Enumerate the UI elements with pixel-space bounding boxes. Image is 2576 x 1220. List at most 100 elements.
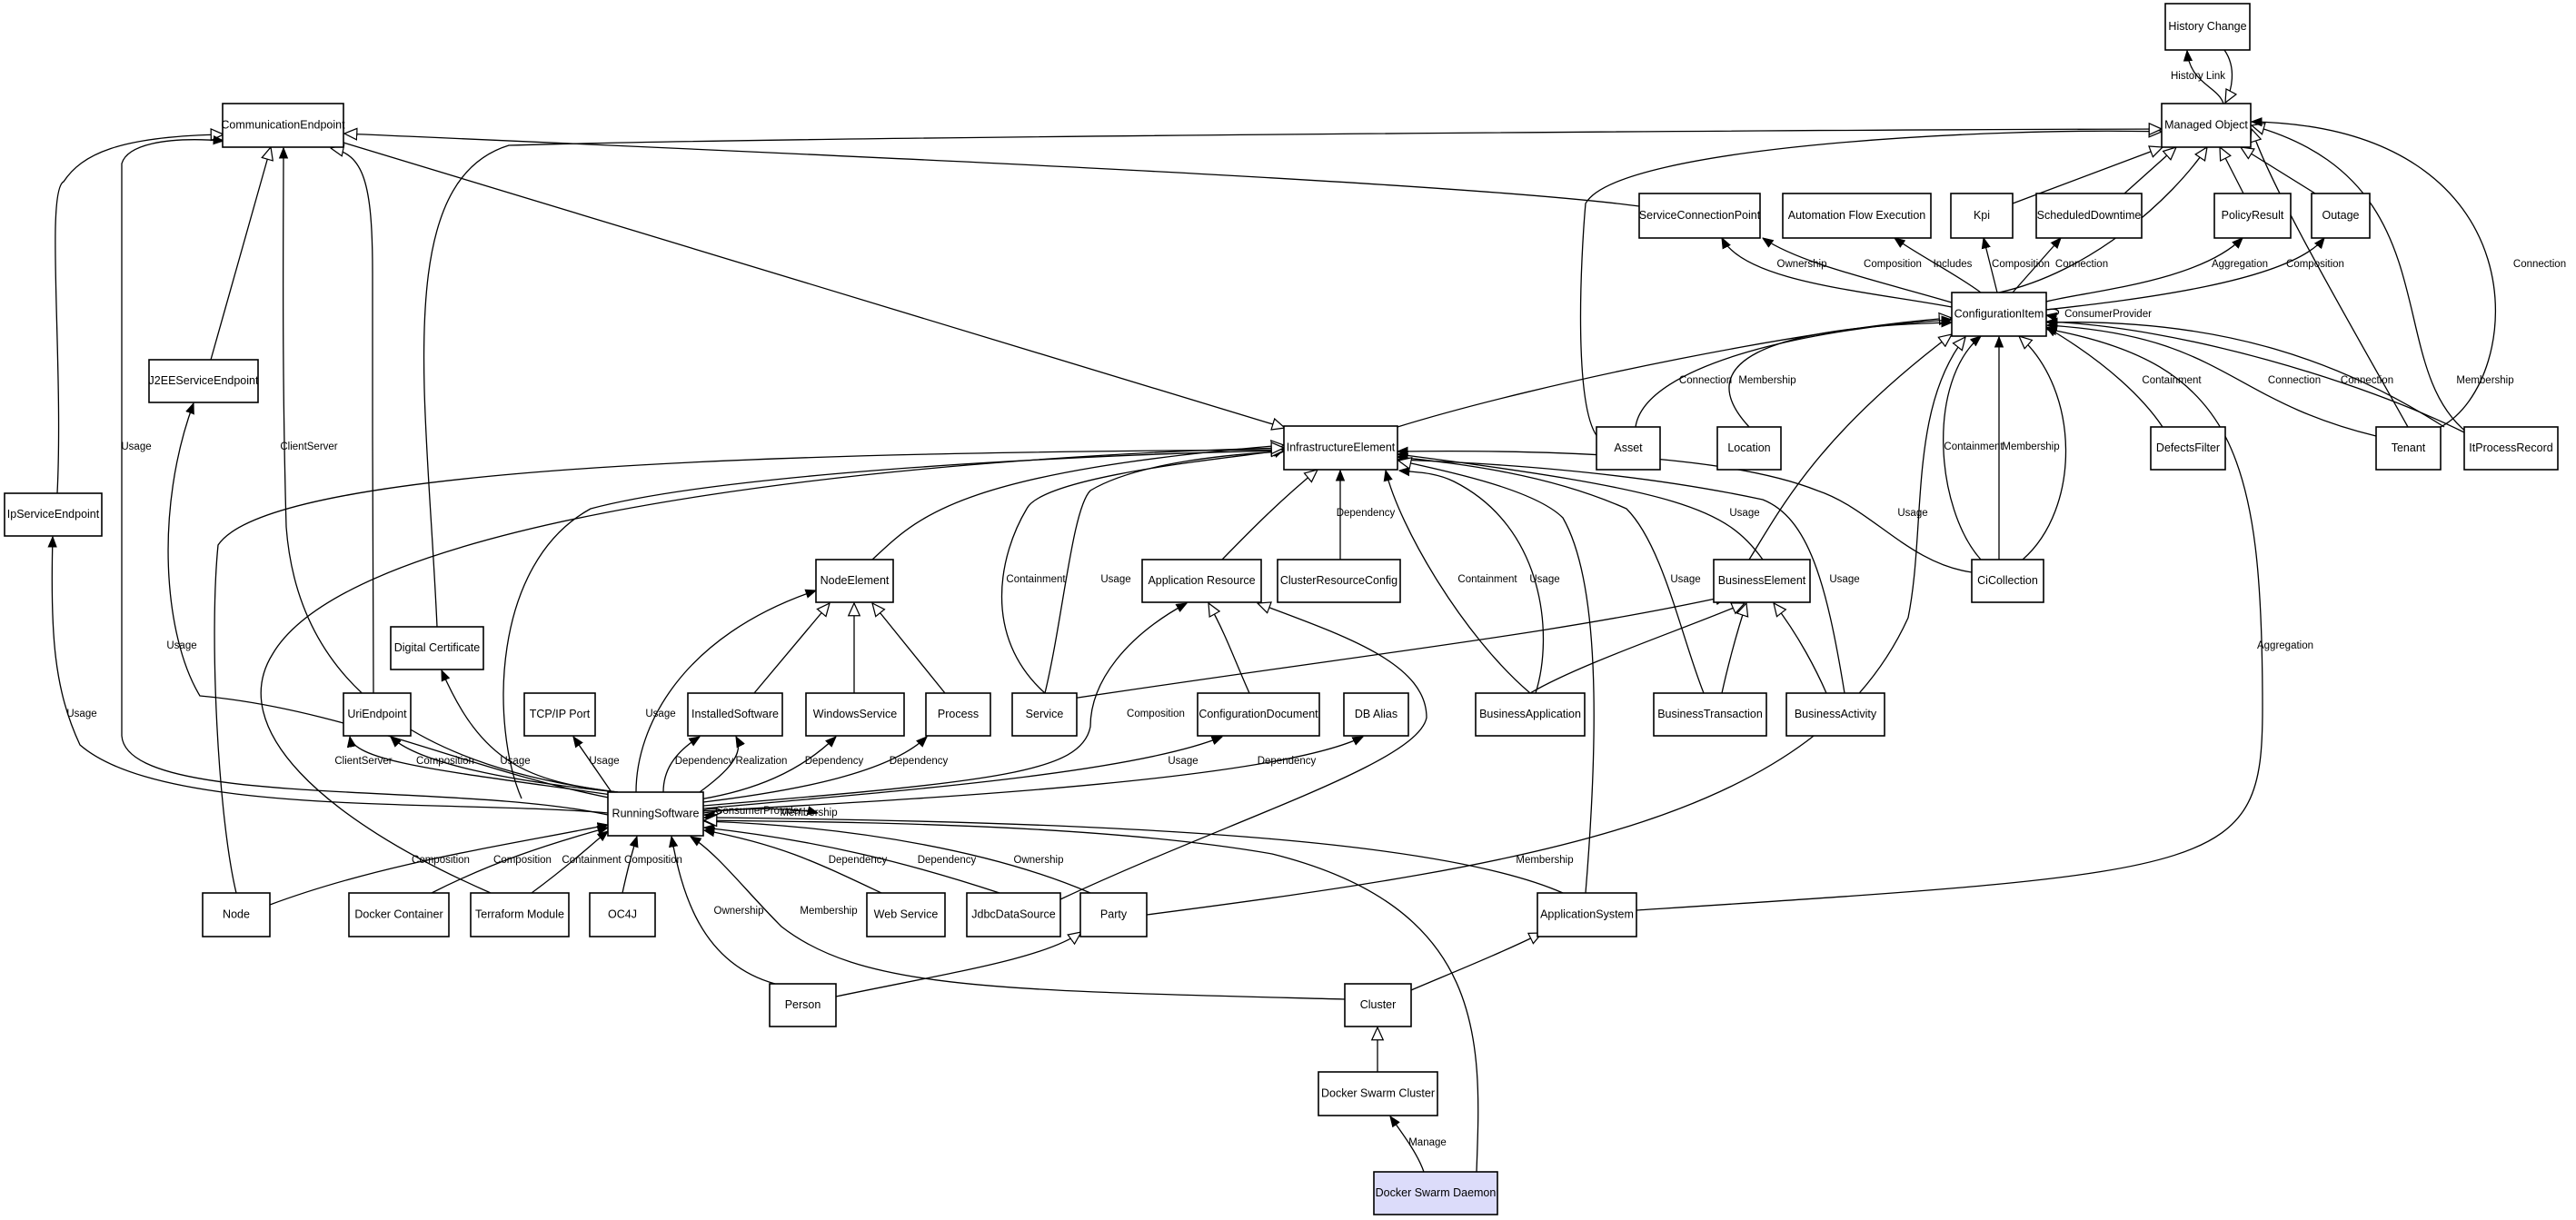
class-node-oc4j[interactable]: OC4J — [589, 892, 656, 937]
class-node-service[interactable]: Service — [1011, 692, 1078, 737]
edge-label: Containment — [562, 855, 622, 866]
edge-business-transaction-to-infrastructure-element: Usage — [1397, 457, 1705, 694]
class-label: ServiceConnectionPoint — [1639, 209, 1761, 222]
edge-line — [671, 837, 776, 985]
class-label: BusinessElement — [1718, 574, 1806, 587]
edge-service-to-infrastructure-element: Usage — [1044, 451, 1284, 694]
edge-running-software-to-infrastructure-element — [502, 451, 1284, 799]
class-label: BusinessActivity — [1795, 708, 1877, 720]
class-label: ApplicationSystem — [1540, 908, 1634, 920]
edge-line — [699, 737, 739, 793]
class-node-configuration-item[interactable]: ConfigurationItem — [1951, 292, 2047, 337]
class-node-ci-collection[interactable]: CiCollection — [1971, 559, 2044, 603]
class-node-cluster-resource-config[interactable]: ClusterResourceConfig — [1277, 559, 1401, 603]
edge-running-software-to-digital-certificate: Usage — [441, 670, 619, 793]
edge-configuration-item-to-outage: Composition — [2045, 238, 2344, 311]
class-node-docker-swarm-cluster[interactable]: Docker Swarm Cluster — [1318, 1071, 1438, 1116]
class-node-j2ee-service-endpoint[interactable]: J2EEServiceEndpoint — [148, 359, 259, 403]
class-node-service-connection-point[interactable]: ServiceConnectionPoint — [1638, 193, 1761, 239]
class-box — [1716, 426, 1782, 471]
edge-line — [573, 737, 612, 793]
class-box — [2035, 193, 2143, 239]
class-label: DefectsFilter — [2156, 441, 2220, 454]
edge-line — [1397, 451, 1973, 573]
edge-installed-software-to-node-element — [753, 603, 830, 694]
class-node-windows-service[interactable]: WindowsService — [805, 692, 905, 737]
class-node-cluster[interactable]: Cluster — [1344, 983, 1412, 1027]
class-node-communication-endpoint[interactable]: CommunicationEndpoint — [221, 103, 345, 148]
class-node-party[interactable]: Party — [1079, 892, 1148, 937]
class-label: Outage — [2322, 209, 2359, 222]
class-node-digital-certificate[interactable]: Digital Certificate — [390, 626, 484, 670]
class-box — [1596, 426, 1661, 471]
edge-ci-collection-to-infrastructure-element: Usage — [1397, 451, 1973, 573]
edge-cluster-resource-config-to-infrastructure-element: Dependency — [1337, 471, 1396, 560]
edge-running-software-to-configuration-document: Usage — [702, 736, 1222, 809]
edge-label: Ownership — [714, 906, 764, 917]
class-node-policy-result[interactable]: PolicyResult — [2213, 193, 2292, 239]
class-node-defects-filter[interactable]: DefectsFilter — [2150, 426, 2226, 471]
class-box — [1971, 559, 2044, 603]
class-node-automation-flow-execution[interactable]: Automation Flow Execution — [1782, 193, 1932, 239]
class-box — [222, 103, 344, 148]
class-label: ScheduledDowntime — [2037, 209, 2142, 222]
edge-label: Containment — [1006, 574, 1066, 585]
class-node-person[interactable]: Person — [769, 983, 837, 1027]
class-node-ip-service-endpoint[interactable]: IpServiceEndpoint — [4, 492, 103, 537]
edge-line — [635, 590, 816, 793]
class-label: PolicyResult — [2222, 209, 2284, 222]
class-node-running-software[interactable]: RunningSoftware — [607, 791, 704, 837]
class-node-scheduled-downtime[interactable]: ScheduledDowntime — [2035, 193, 2143, 239]
class-node-jdbc-data-source[interactable]: JdbcDataSource — [966, 892, 1061, 937]
class-node-it-process-record[interactable]: ItProcessRecord — [2463, 426, 2559, 471]
class-node-configuration-document[interactable]: ConfigurationDocument — [1197, 692, 1320, 737]
class-node-node[interactable]: Node — [202, 892, 271, 937]
class-node-application-system[interactable]: ApplicationSystem — [1537, 892, 1637, 937]
class-label: CiCollection — [1977, 574, 2038, 587]
edge-label: Membership — [1738, 375, 1795, 386]
class-node-db-alias[interactable]: DB Alias — [1343, 692, 1409, 737]
edge-line — [871, 445, 1284, 560]
class-node-node-element[interactable]: NodeElement — [815, 559, 894, 603]
class-label: TCP/IP Port — [530, 708, 591, 720]
class-node-tcpip-port[interactable]: TCP/IP Port — [523, 692, 596, 737]
class-box — [1197, 692, 1320, 737]
class-node-docker-swarm-daemon[interactable]: Docker Swarm Daemon — [1373, 1171, 1498, 1215]
class-node-uri-endpoint[interactable]: UriEndpoint — [343, 692, 412, 737]
class-node-installed-software[interactable]: InstalledSoftware — [687, 692, 783, 737]
edge-running-software-to-ip-service-endpoint: Usage — [52, 537, 609, 814]
class-node-asset[interactable]: Asset — [1596, 426, 1661, 471]
class-label: OC4J — [608, 908, 637, 920]
class-node-process[interactable]: Process — [925, 692, 991, 737]
edge-label: Composition — [1864, 259, 1922, 270]
class-box — [1141, 559, 1262, 603]
edge-uri-endpoint-to-communication-endpoint — [331, 148, 374, 694]
class-node-infrastructure-element[interactable]: InfrastructureElement — [1283, 425, 1398, 471]
class-node-docker-container[interactable]: Docker Container — [348, 892, 450, 937]
class-node-business-application[interactable]: BusinessApplication — [1475, 692, 1586, 737]
edge-policy-result-to-managed-object — [2220, 147, 2244, 194]
class-node-business-activity[interactable]: BusinessActivity — [1785, 692, 1885, 737]
class-node-business-element[interactable]: BusinessElement — [1713, 559, 1811, 603]
class-node-kpi[interactable]: Kpi — [1950, 193, 2014, 239]
class-node-web-service[interactable]: Web Service — [866, 892, 946, 937]
edge-j2ee-service-endpoint-to-communication-endpoint — [210, 147, 271, 361]
class-node-application-resource[interactable]: Application Resource — [1141, 559, 1262, 603]
edge-line — [1399, 471, 1545, 694]
class-node-history-change[interactable]: History Change — [2164, 3, 2251, 51]
edge-running-software-to-communication-endpoint: Usage — [121, 140, 609, 816]
edge-label: Usage — [1670, 574, 1700, 585]
edge-tenant-to-managed-object: Connection — [2252, 122, 2566, 428]
edge-label: ClientServer — [334, 756, 392, 767]
class-node-location[interactable]: Location — [1716, 426, 1782, 471]
class-label: Automation Flow Execution — [1788, 209, 1926, 222]
class-node-tenant[interactable]: Tenant — [2375, 426, 2442, 471]
edge-line — [1635, 320, 1952, 428]
class-node-outage[interactable]: Outage — [2311, 193, 2371, 239]
class-node-managed-object[interactable]: Managed Object — [2161, 103, 2252, 148]
edge-label: Containment — [1944, 441, 2004, 452]
class-node-terraform-module[interactable]: Terraform Module — [470, 892, 570, 937]
class-node-business-transaction[interactable]: BusinessTransaction — [1653, 692, 1767, 737]
class-box — [2375, 426, 2442, 471]
edge-node-to-running-software: Composition — [269, 825, 608, 906]
